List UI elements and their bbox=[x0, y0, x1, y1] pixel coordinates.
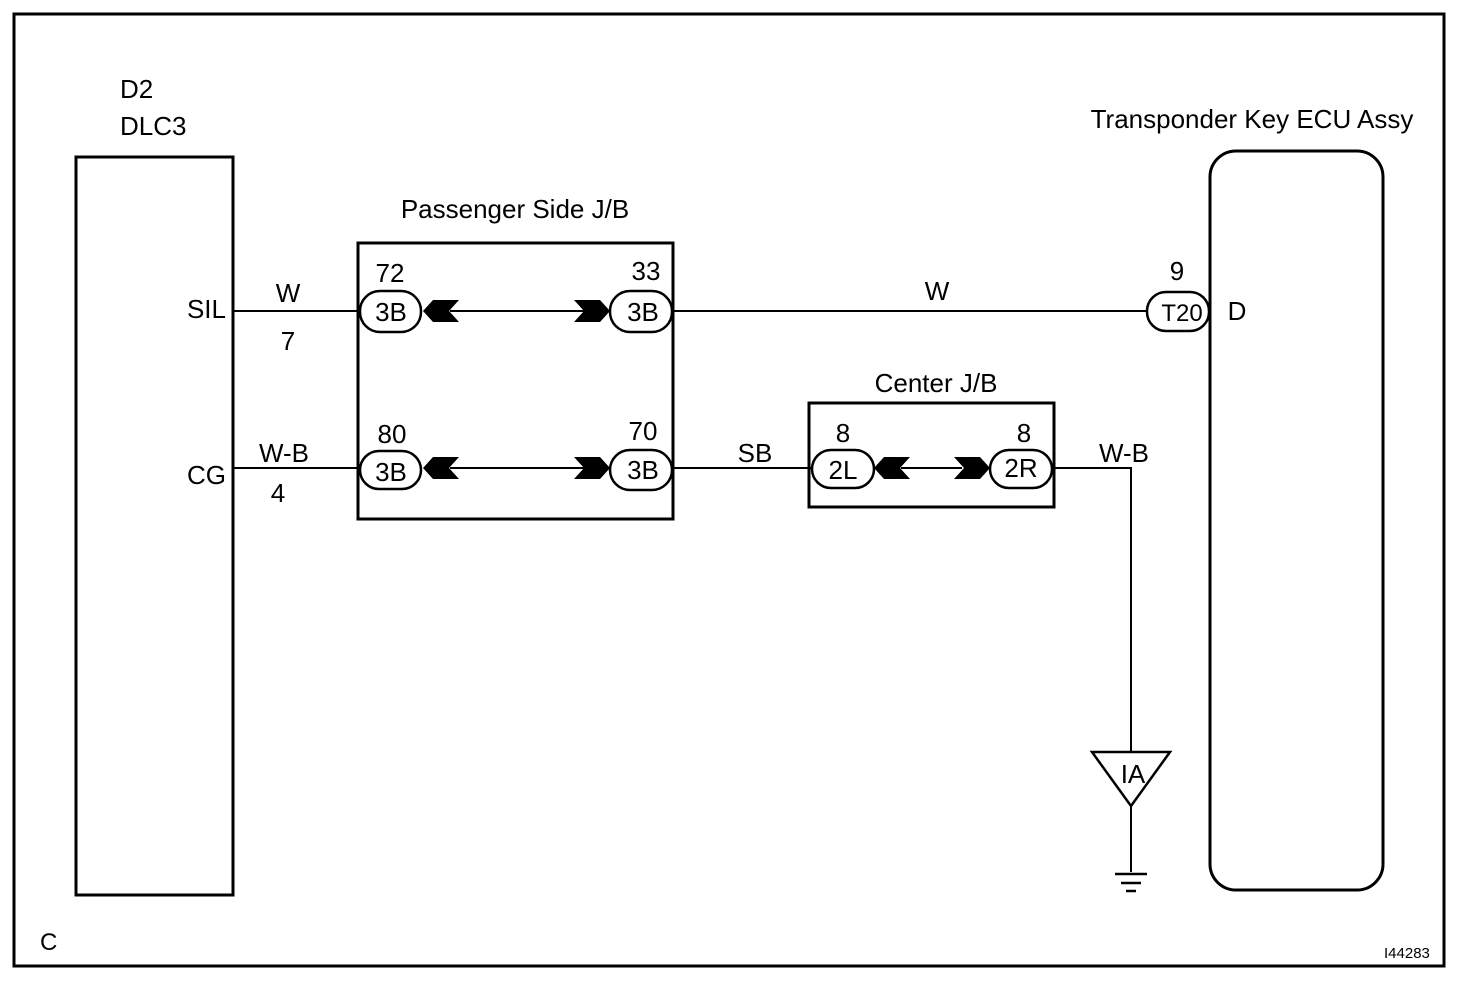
ecu-terminal: D bbox=[1228, 296, 1247, 326]
center-jb-right-pin: 8 bbox=[1017, 418, 1031, 448]
dlc3-pin-cg: CG bbox=[187, 460, 226, 490]
wire-w-to-ecu: W bbox=[672, 276, 1148, 312]
center-jb: Center J/B 8 8 2L 2R bbox=[807, 368, 1056, 509]
dlc3-code: D2 bbox=[120, 74, 153, 104]
dlc3-box bbox=[74, 155, 235, 897]
ecu-pin: 9 bbox=[1170, 256, 1184, 286]
pjb-row1-left-connector-label: 3B bbox=[375, 297, 407, 327]
ground-point-label: IA bbox=[1121, 759, 1146, 789]
wire-w-to-ecu-color: W bbox=[925, 276, 950, 306]
ecu-connector bbox=[1145, 290, 1211, 333]
pjb-row2-left-pin: 80 bbox=[378, 419, 407, 449]
dlc3-pin-sil: SIL bbox=[187, 294, 226, 324]
center-jb-box bbox=[807, 401, 1056, 509]
wire-cg: W-B 4 bbox=[233, 438, 360, 508]
ecu-name: Transponder Key ECU Assy bbox=[1091, 104, 1414, 134]
corner-label: C bbox=[40, 929, 57, 956]
wire-sil-color: W bbox=[276, 278, 301, 308]
ecu-box bbox=[1208, 149, 1385, 892]
center-jb-left-pin: 8 bbox=[836, 418, 850, 448]
passenger-jb: Passenger Side J/B 72 33 3B 3B 80 70 3B … bbox=[356, 194, 675, 521]
ecu-block: Transponder Key ECU Assy 9 T20 D bbox=[1091, 104, 1414, 892]
pjb-row2-left-connector-label: 3B bbox=[375, 457, 407, 487]
pjb-row2-right-connector-label: 3B bbox=[627, 455, 659, 485]
figure-id: I44283 bbox=[1384, 945, 1430, 962]
ecu-connector-label: T20 bbox=[1161, 300, 1202, 327]
wire-sb-color: SB bbox=[738, 438, 773, 468]
pjb-row2-left-connector bbox=[358, 449, 423, 491]
center-jb-left-connector bbox=[810, 448, 876, 490]
wire-cg-pin: 4 bbox=[271, 478, 285, 508]
pjb-row2-right-pin: 70 bbox=[629, 416, 658, 446]
dlc3-block: D2 DLC3 SIL CG bbox=[74, 74, 235, 897]
pjb-row1-left-pin: 72 bbox=[376, 258, 405, 288]
wire-ground-color: W-B bbox=[1099, 438, 1149, 468]
center-jb-title: Center J/B bbox=[875, 368, 998, 398]
center-jb-left-connector-label: 2L bbox=[829, 455, 858, 485]
wire-sil-pin: 7 bbox=[281, 326, 295, 356]
passenger-jb-title: Passenger Side J/B bbox=[401, 194, 629, 224]
wire-cg-color: W-B bbox=[259, 438, 309, 468]
wire-sil: W 7 bbox=[233, 278, 360, 356]
pjb-row1-right-connector-label: 3B bbox=[627, 297, 659, 327]
pjb-row1-right-pin: 33 bbox=[632, 256, 661, 286]
wire-ground: W-B IA bbox=[1052, 438, 1173, 893]
ground-point-marker bbox=[1089, 750, 1173, 809]
diagram-frame bbox=[12, 12, 1446, 968]
ground-icon bbox=[1115, 872, 1147, 893]
pjb-row1-left-connector bbox=[358, 289, 423, 334]
dlc3-name: DLC3 bbox=[120, 111, 186, 141]
pjb-row2-right-connector bbox=[608, 448, 674, 492]
center-jb-right-connector-label: 2R bbox=[1004, 453, 1037, 483]
passenger-jb-box bbox=[356, 241, 675, 521]
wire-sb: SB bbox=[672, 438, 812, 469]
